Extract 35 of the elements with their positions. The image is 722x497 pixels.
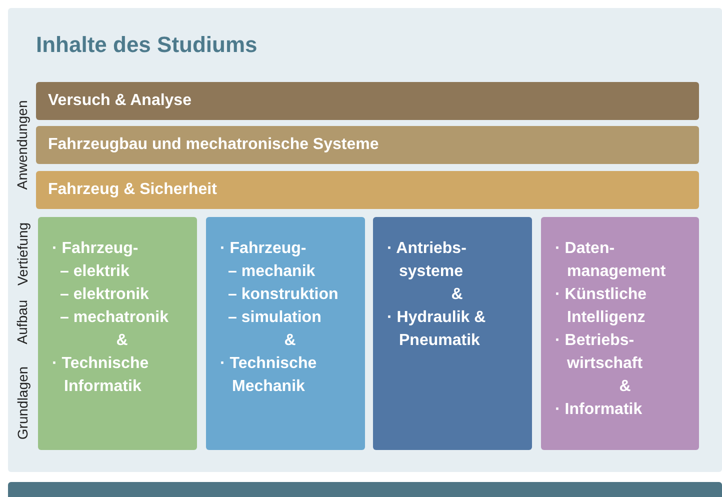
axis-label: Anwendungen: [14, 100, 30, 190]
connector-text: &: [283, 331, 297, 351]
sub-topic: – simulation: [227, 308, 322, 328]
layer-bar: [36, 82, 699, 120]
sub-topic: – konstruktion: [227, 285, 340, 305]
axis-label: Grundlagen: [14, 366, 30, 440]
topic-text: · Technische Mechanik: [220, 354, 318, 397]
connector-text: &: [115, 331, 129, 351]
topic-text: · Daten- management: [555, 239, 667, 282]
sub-topic: – mechanik: [227, 262, 316, 282]
axis-label: Vertiefung: [14, 222, 30, 286]
layer-title: Fahrzeugbau und mechatronische Systeme: [48, 136, 379, 154]
sub-topic: – elektrik: [59, 262, 130, 282]
sub-topic: – mechatronik: [59, 308, 170, 328]
topic-text: · Informatik: [555, 400, 644, 420]
connector-text: &: [618, 377, 632, 397]
layer-bar: [36, 126, 699, 164]
topic-text: · Künstliche Intelligenz: [555, 285, 648, 328]
layer-title: Fahrzeug & Sicherheit: [48, 181, 217, 199]
module-card: [373, 217, 532, 450]
connector-text: &: [450, 285, 464, 305]
topic-text: · Fahrzeug-: [52, 239, 140, 259]
topic-text: · Hydraulik & Pneumatik: [387, 308, 487, 351]
module-card: [541, 217, 699, 450]
diagram-title: Inhalte des Studiums: [36, 32, 258, 58]
layer-bar: [36, 171, 699, 209]
module-card: [38, 217, 197, 450]
sub-topic: – elektronik: [59, 285, 150, 305]
topic-text: · Betriebs- wirtschaft: [555, 331, 644, 374]
topic-text: · Antriebs- systeme: [387, 239, 468, 282]
module-card: [206, 217, 365, 450]
layer-title: Versuch & Analyse: [48, 92, 192, 110]
axis-label: Aufbau: [14, 300, 30, 344]
topic-text: · Technische Informatik: [52, 354, 150, 397]
topic-text: · Fahrzeug-: [220, 239, 308, 259]
